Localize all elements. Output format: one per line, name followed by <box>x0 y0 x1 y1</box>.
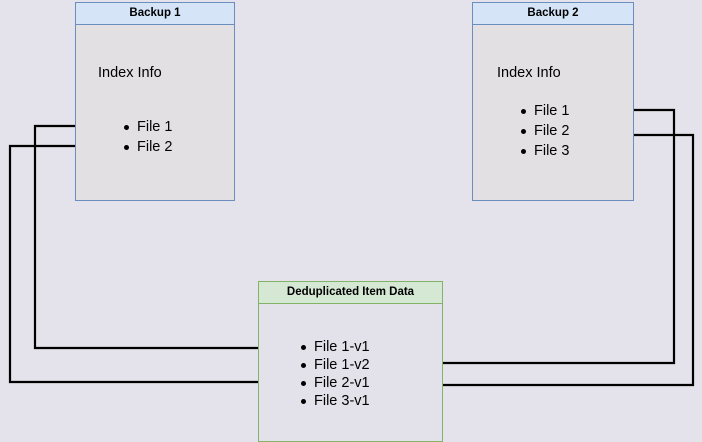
list-item[interactable]: File 2 <box>122 137 172 157</box>
dedup-title: Deduplicated Item Data <box>259 282 442 304</box>
list-item[interactable]: File 1 <box>122 117 172 137</box>
backup-1-node[interactable]: Backup 1 Index Info File 1 File 2 <box>75 2 235 201</box>
list-item[interactable]: File 1-v1 <box>299 338 370 356</box>
dedup-item-list: File 1-v1 File 1-v2 File 2-v1 File 3-v1 <box>299 338 370 410</box>
backup-1-file-list: File 1 File 2 <box>122 117 172 157</box>
deduplicated-item-data-node[interactable]: Deduplicated Item Data File 1-v1 File 1-… <box>258 281 443 442</box>
backup-1-body: Index Info File 1 File 2 <box>76 25 234 200</box>
backup-2-node[interactable]: Backup 2 Index Info File 1 File 2 File 3 <box>472 2 634 201</box>
list-item[interactable]: File 2 <box>519 121 569 141</box>
backup-1-title: Backup 1 <box>76 3 234 25</box>
list-item[interactable]: File 3 <box>519 141 569 161</box>
backup-2-body: Index Info File 1 File 2 File 3 <box>473 25 633 200</box>
list-item[interactable]: File 3-v1 <box>299 392 370 410</box>
list-item[interactable]: File 1 <box>519 101 569 121</box>
backup-2-index-info-label: Index Info <box>497 65 561 81</box>
backup-2-title: Backup 2 <box>473 3 633 25</box>
dedup-body: File 1-v1 File 1-v2 File 2-v1 File 3-v1 <box>259 304 442 441</box>
list-item[interactable]: File 2-v1 <box>299 374 370 392</box>
list-item[interactable]: File 1-v2 <box>299 356 370 374</box>
backup-1-index-info-label: Index Info <box>98 65 162 81</box>
backup-2-file-list: File 1 File 2 File 3 <box>519 101 569 161</box>
